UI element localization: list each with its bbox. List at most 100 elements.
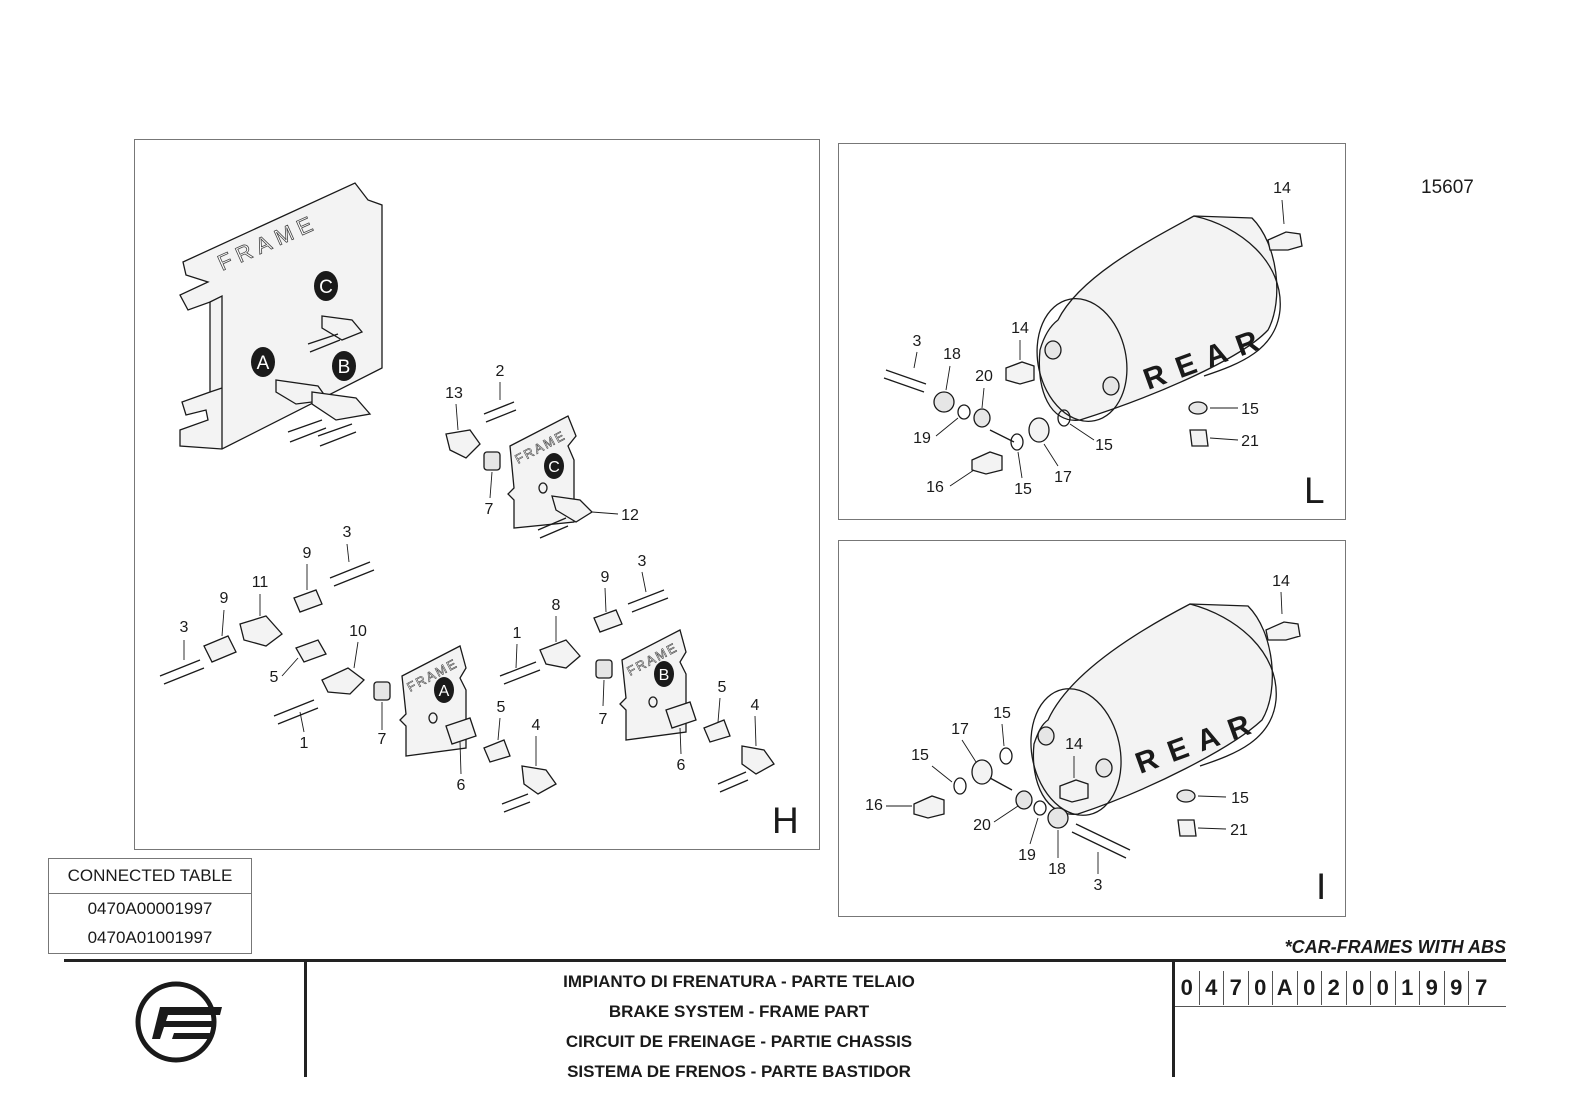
callout: 4 [751,697,760,714]
elbow-part-4-a [501,765,557,813]
elbow-part-12 [537,495,594,539]
callout: 20 [973,817,991,834]
connected-table: CONNECTED TABLE 0470A00001997 0470A01001… [48,858,252,954]
callout: 5 [270,669,279,686]
panel-i [838,540,1346,917]
abs-note: *CAR-FRAMES WITH ABS [1284,937,1506,957]
tube-part-1-left [273,699,319,725]
drawing-number: 15607 [1421,177,1474,198]
union-part-6-a [445,717,477,745]
connection-marker-a-large: A [251,347,275,377]
callout: 9 [220,590,229,607]
union-part-5-b [703,719,731,743]
callout: 9 [303,545,312,562]
connected-table-row: 0470A00001997 [87,899,213,918]
callout: 14 [1065,736,1083,753]
table-code-char: 0 [1249,971,1273,1005]
table-code-char: 9 [1445,971,1469,1005]
connection-marker-c-large: C [314,271,338,301]
callout: 15 [911,747,929,764]
callout: 20 [975,368,993,385]
title-block-divider [304,959,307,1077]
callout: 21 [1241,433,1259,450]
callout: 16 [926,479,944,496]
title-english: BRAKE SYSTEM - FRAME PART [608,1002,870,1021]
callout: 19 [913,430,931,447]
table-code-char: 0 [1175,971,1200,1005]
callout: 14 [1273,180,1291,197]
callout: 9 [601,569,610,586]
callout: 17 [1054,469,1072,486]
table-code-char: 7 [1224,971,1249,1005]
table-code-char: 0 [1371,971,1396,1005]
union-part-9-left [203,635,237,663]
callout: 15 [1231,790,1249,807]
callout: 10 [349,623,367,640]
connected-table-header: CONNECTED TABLE [49,859,251,894]
callout: 16 [865,797,883,814]
svg-text:C: C [548,459,560,476]
callout: 1 [513,625,522,642]
panel-ref-l: L [1304,470,1326,511]
callout: 7 [599,711,608,728]
tee-part-11 [239,615,283,647]
tube-part-3-left [159,659,205,685]
tee-part-8 [539,639,613,679]
bolts-panel-i [913,621,1301,859]
callout: 15 [1241,401,1259,418]
callout: 3 [638,553,647,570]
callout: 14 [1272,573,1290,590]
connected-table-row: 0470A01001997 [87,928,213,947]
table-code-char: A [1273,971,1298,1005]
callout: 1 [300,735,309,752]
callout: 14 [1011,320,1029,337]
callout: 3 [913,333,922,350]
title-block-rule [64,959,1506,962]
table-code-char: 9 [1420,971,1445,1005]
callouts-panel-l: 14 14 3 18 20 19 16 15 17 15 15 21 [913,180,1291,498]
tube-part-3-right [627,589,669,613]
bolts-panel-l [883,231,1303,475]
svg-text:A: A [439,683,450,700]
table-code-char: 0 [1347,971,1371,1005]
union-part-9-right [593,609,623,633]
svg-text:B: B [659,667,670,684]
callout: 4 [532,717,541,734]
callout: 6 [677,757,686,774]
tube-part-1-right [499,661,541,685]
table-code-underline [1175,1006,1506,1007]
callout: 3 [1094,877,1103,894]
callout: 8 [552,597,561,614]
union-part-5-a [483,739,511,763]
callout: 15 [1095,437,1113,454]
callout: 11 [252,574,269,591]
union-part-6-b [665,701,697,729]
svg-text:A: A [257,353,270,374]
callout: 18 [943,346,961,363]
table-code-char: 4 [1200,971,1224,1005]
title-block-divider [1172,959,1175,1077]
air-tank-l: R E A R [1036,215,1281,422]
callouts-panel-i: 14 15 17 15 14 16 20 19 18 3 15 21 [865,573,1290,894]
fittings-large-bracket [275,315,372,447]
table-code: 0 4 7 0 A 0 2 0 0 1 9 9 7 [1175,971,1494,1005]
callouts-panel-h: 2 13 7 12 3 9 11 9 3 10 5 1 7 6 5 4 1 8 [180,363,760,794]
table-code-char: 0 [1298,971,1322,1005]
union-part-9-top [293,589,323,613]
callout: 5 [497,699,506,716]
tee-part-10 [321,667,391,701]
callout: 7 [485,501,494,518]
panel-l [838,143,1346,520]
callout: 21 [1230,822,1248,839]
title-block: IMPIANTO DI FRENATURA - PARTE TELAIO BRA… [64,959,1506,1081]
table-code-char: 1 [1396,971,1420,1005]
tube-part-3-top [329,561,375,587]
title-lines: IMPIANTO DI FRENATURA - PARTE TELAIO BRA… [308,967,1170,1087]
callout: 13 [445,385,463,402]
callout: 3 [343,524,352,541]
title-french: CIRCUIT DE FREINAGE - PARTIE CHASSIS [565,1032,913,1051]
callout: 7 [378,731,387,748]
callout: 15 [993,705,1011,722]
fitting-part-13 [445,429,501,471]
